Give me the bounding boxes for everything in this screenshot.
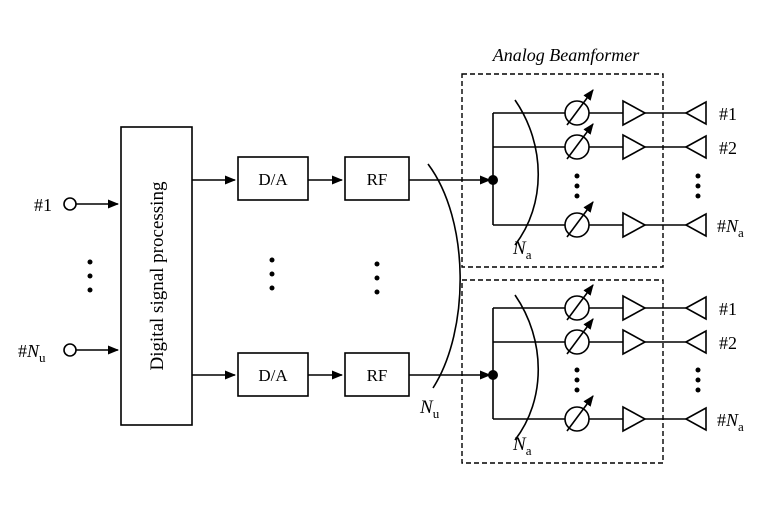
rf-label-bottom: RF <box>367 366 388 385</box>
beamformer-title: Analog Beamformer <box>492 45 640 65</box>
rf-label-top: RF <box>367 170 388 189</box>
antenna-label: #1 <box>719 104 737 124</box>
da-box-bottom <box>237 352 309 397</box>
da-label-top: D/A <box>258 170 288 189</box>
rf-box-bottom <box>344 352 410 397</box>
input-nu-label: #Nu <box>18 341 46 365</box>
input-1: #1 <box>34 195 120 215</box>
nu-bracket: Nu <box>419 163 461 421</box>
antenna-label: #Na <box>717 410 744 434</box>
beamformer-top: Na <box>461 73 707 268</box>
da-box-top <box>237 156 309 201</box>
dsp-box <box>120 126 193 426</box>
antenna-labels-top: #1 #2 #Na <box>717 104 744 240</box>
rf-box-top <box>344 156 410 201</box>
beamformer-bottom: Na <box>461 279 707 464</box>
antenna-label: #Na <box>717 216 744 240</box>
antenna-labels-bottom: #1 #2 #Na <box>717 299 744 434</box>
dsp-label: Digital signal processing <box>147 181 168 370</box>
input-1-port <box>63 197 77 211</box>
da-label-bottom: D/A <box>258 366 288 385</box>
chain-top: D/A RF <box>192 156 492 201</box>
antenna-label: #2 <box>719 138 737 158</box>
input-nu-port <box>63 343 77 357</box>
input-1-label: #1 <box>34 195 52 215</box>
input-nu: #Nu <box>18 341 120 365</box>
dsp-block: Digital signal processing <box>120 126 193 426</box>
beamformer-top-border <box>461 73 664 268</box>
nu-label: Nu <box>419 397 440 421</box>
chain-dots <box>269 257 380 295</box>
chain-bottom: D/A RF <box>192 352 492 397</box>
antenna-label: #2 <box>719 333 737 353</box>
antenna-label: #1 <box>719 299 737 319</box>
na-label-top: Na <box>512 238 532 262</box>
input-dots <box>87 259 93 293</box>
beamformer-bottom-border <box>461 279 664 464</box>
na-label-bottom: Na <box>512 434 532 458</box>
